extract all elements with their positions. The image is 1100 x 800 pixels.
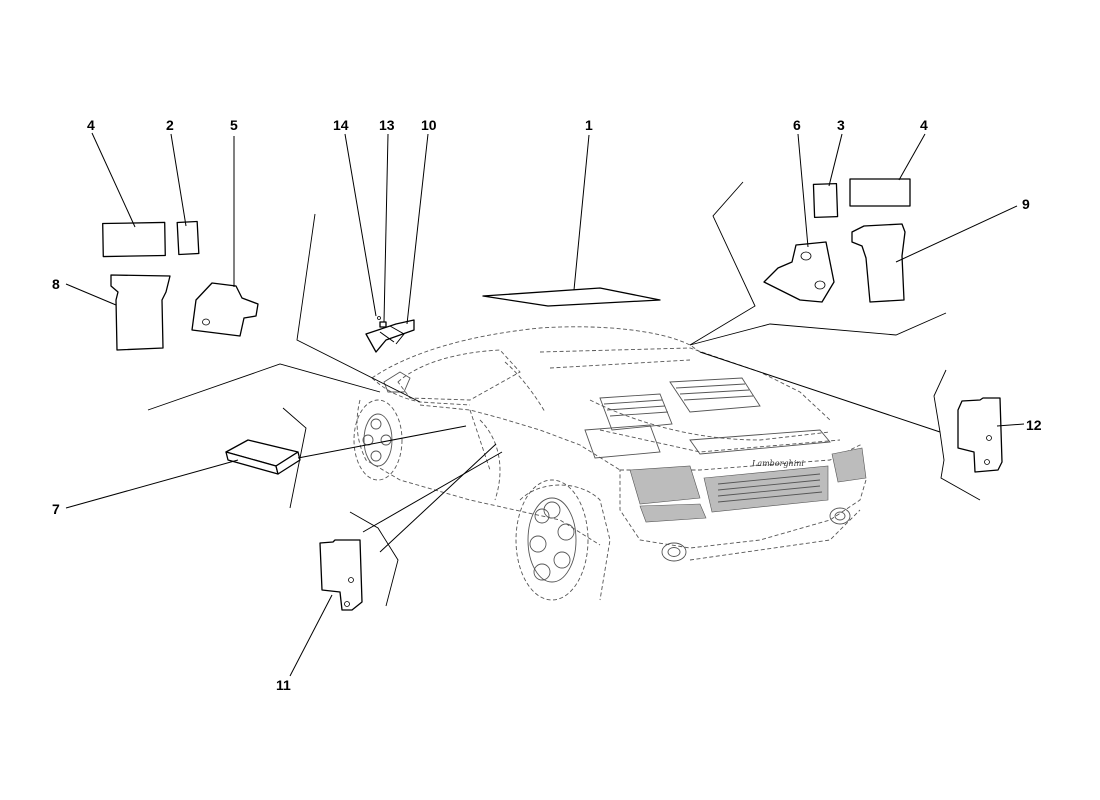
part-6-insulation: [763, 241, 835, 303]
part-1-roof-panel: [482, 287, 661, 307]
leader-lines: [65, 132, 1025, 677]
callout-5: 5: [230, 117, 238, 133]
part-3-panel: [812, 182, 839, 219]
car-outline: Lamborghini: [353, 326, 867, 601]
engine-vents: [584, 377, 761, 459]
reference-lines: [147, 181, 981, 607]
callout-4-left: 4: [87, 117, 95, 133]
callout-9: 9: [1022, 196, 1030, 212]
part-2-panel: [176, 220, 200, 256]
part-11-insulation: [319, 539, 363, 611]
car-badge: Lamborghini: [751, 459, 804, 468]
callout-3: 3: [837, 117, 845, 133]
callout-numbers: 1 4 2 5 8 14 13 10 6 3 4 9 12 7 11: [52, 117, 1042, 693]
callout-6: 6: [793, 117, 801, 133]
part-4-left-panel: [102, 221, 166, 258]
callout-12: 12: [1026, 417, 1042, 433]
part-10-13-14-bracket: [365, 316, 415, 353]
callout-14: 14: [333, 117, 349, 133]
part-5-insulation: [191, 282, 259, 337]
rear-wheel: [515, 479, 589, 601]
callout-11: 11: [276, 677, 291, 693]
part-9-insulation: [851, 223, 906, 303]
callout-1: 1: [585, 117, 593, 133]
callout-2: 2: [166, 117, 174, 133]
part-7-box: [225, 439, 301, 475]
callout-7: 7: [52, 501, 60, 517]
callout-13: 13: [379, 117, 395, 133]
part-4-right-panel: [849, 178, 911, 207]
part-8-insulation: [110, 274, 171, 351]
callout-4-right: 4: [920, 117, 928, 133]
callout-8: 8: [52, 276, 60, 292]
part-12-insulation: [957, 397, 1003, 473]
callout-10: 10: [421, 117, 437, 133]
